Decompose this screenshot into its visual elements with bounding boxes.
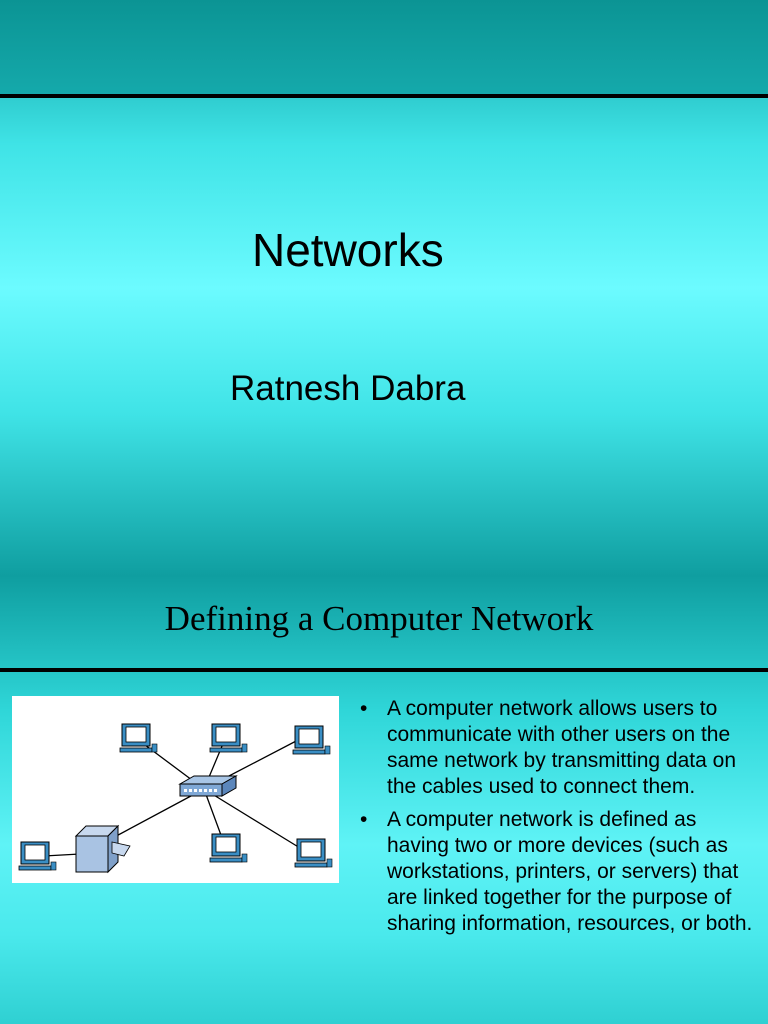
cable: [43, 853, 81, 857]
computer-icon: [18, 841, 57, 871]
slide-title: Networks Ratnesh Dabra: [0, 0, 768, 576]
slide-title-text: Networks: [252, 224, 444, 276]
bullet-item: • A computer network allows users to comm…: [360, 696, 760, 800]
author-name: Ratnesh Dabra: [230, 369, 466, 408]
computer-icon: [292, 725, 331, 755]
slide-heading: Defining a Computer Network: [164, 599, 594, 638]
printer-icon: [74, 824, 131, 874]
computer-icon: [294, 838, 333, 868]
bullet-symbol: •: [360, 808, 368, 831]
slide-definition: Defining a Computer Network: [0, 576, 768, 1024]
computer-icon: [119, 723, 158, 753]
network-diagram: [12, 696, 339, 883]
title-band: [0, 0, 768, 94]
bullet-symbol: •: [360, 697, 368, 720]
computer-icon: [209, 723, 248, 753]
divider-line: [0, 94, 768, 98]
bullet-item: • A computer network is defined as having…: [360, 807, 760, 937]
computer-icon: [209, 833, 248, 863]
cable: [106, 788, 205, 842]
bullet-list: • A computer network allows users to comm…: [360, 696, 760, 944]
hub-icon: [178, 775, 238, 797]
network-diagram-svg: [18, 723, 333, 874]
bullet-text: A computer network is defined as having …: [387, 808, 753, 935]
bullet-text: A computer network allows users to commu…: [387, 697, 737, 798]
cable: [203, 788, 301, 849]
divider-line: [0, 668, 768, 672]
